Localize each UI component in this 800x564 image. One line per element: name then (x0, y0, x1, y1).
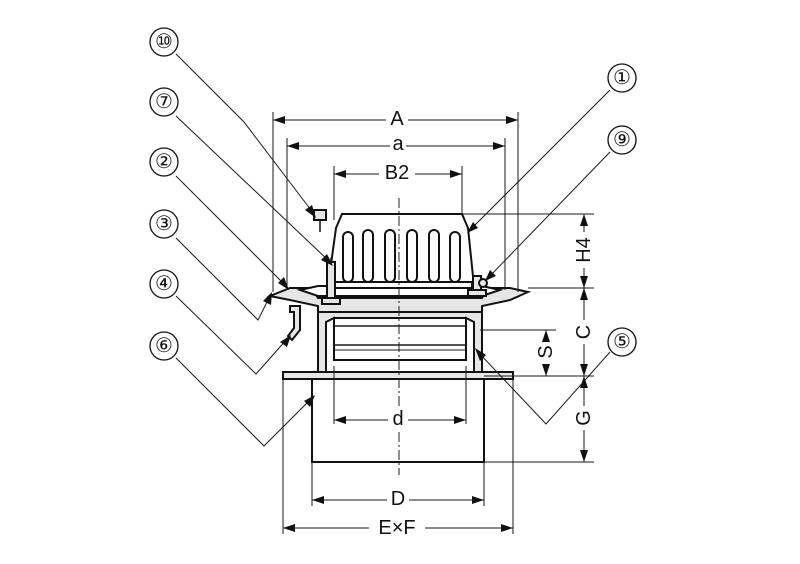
base-flange (282, 371, 514, 380)
bolt-left (321, 258, 341, 305)
dim-label-S: S (535, 345, 557, 358)
dim-label-D: D (391, 488, 405, 510)
dim-label-ExF: E×F (378, 517, 415, 539)
svg-text:③: ③ (155, 213, 173, 235)
svg-text:⑨: ⑨ (613, 129, 631, 151)
callout-10: ⑩ (149, 27, 179, 57)
svg-text:①: ① (613, 67, 631, 89)
callout-6: ⑥ (149, 331, 179, 361)
svg-text:⑥: ⑥ (155, 335, 173, 357)
top-screw (313, 209, 327, 232)
callout-7: ⑦ (149, 87, 179, 117)
svg-text:④: ④ (155, 273, 173, 295)
callout-5: ⑤ (607, 327, 637, 357)
callout-3: ③ (149, 209, 179, 239)
leader-lines (175, 53, 611, 447)
dim-label-A: A (390, 108, 404, 130)
svg-text:⑦: ⑦ (155, 91, 173, 113)
callout-9: ⑨ (607, 125, 637, 155)
dim-label-a: a (392, 133, 404, 155)
dimension-labels: A a B2 d D E×F H4 C S G (369, 108, 595, 542)
strainer-slots (342, 229, 461, 283)
dim-label-G: G (573, 410, 595, 426)
dim-label-d: d (392, 408, 403, 430)
svg-text:②: ② (155, 151, 173, 173)
part-callouts: ⑩ ⑦ ② ③ ④ ⑥ ① ⑨ (149, 27, 637, 361)
svg-text:⑩: ⑩ (155, 31, 173, 53)
outlet-pipe (333, 317, 467, 361)
retainer-clip (286, 305, 301, 342)
dim-label-B2: B2 (385, 162, 409, 184)
callout-4: ④ (149, 269, 179, 299)
dim-label-C: C (573, 325, 595, 339)
svg-text:⑤: ⑤ (613, 331, 631, 353)
callout-2: ② (149, 147, 179, 177)
dim-label-H4: H4 (573, 237, 595, 263)
strainer-ring (329, 281, 473, 289)
callout-1: ① (607, 63, 637, 93)
